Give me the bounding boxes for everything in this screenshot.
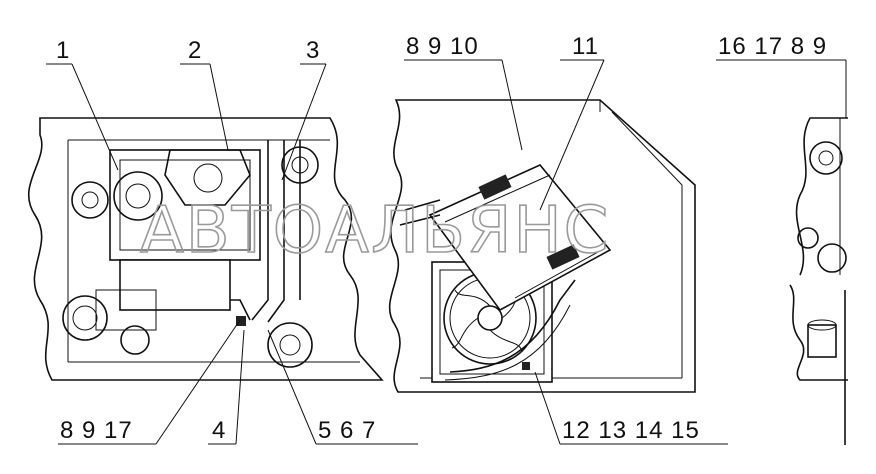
radiator-frame-outline: [388, 99, 696, 393]
side-frame-outline: [795, 117, 848, 276]
leader-lines: [46, 59, 847, 445]
callout-8-9-17: 8 9 17: [60, 417, 133, 444]
engine-view: [28, 117, 384, 381]
watermark-text: АВТОАЛЬЯНС: [140, 194, 610, 268]
engine-frame-outline: [28, 117, 384, 381]
callout-12-13-14-15: 12 13 14 15: [562, 417, 700, 444]
callout-4: 4: [212, 417, 226, 444]
callout-16-17-8-9: 16 17 8 9: [718, 33, 827, 60]
radiator-view: [388, 99, 696, 393]
callout-2: 2: [188, 37, 202, 64]
side-view: [789, 117, 848, 445]
callout-8-9-10: 8 9 10: [406, 33, 479, 60]
callout-3: 3: [306, 37, 320, 64]
callout-5-6-7: 5 6 7: [318, 417, 376, 444]
callout-1: 1: [56, 37, 70, 64]
callout-11: 11: [572, 33, 599, 60]
